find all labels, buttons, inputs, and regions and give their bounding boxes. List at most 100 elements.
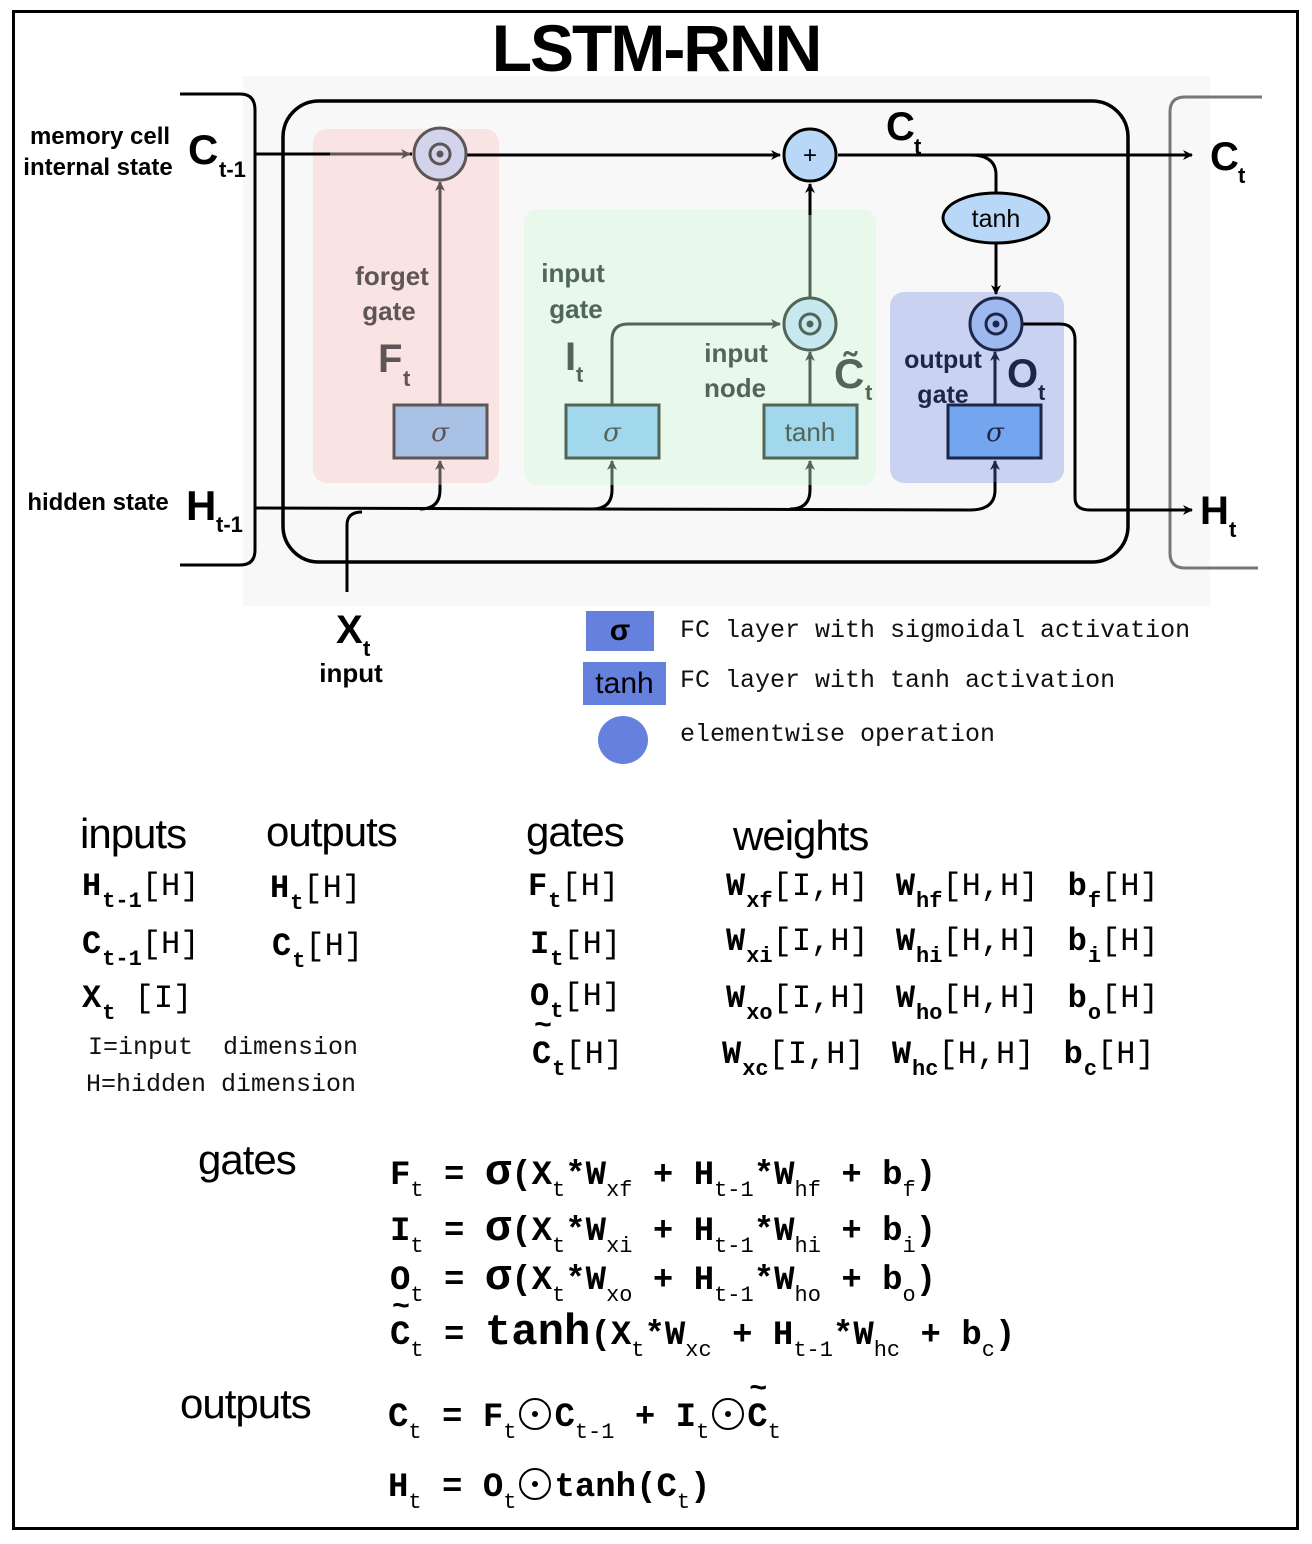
h-out-line [1022, 322, 1193, 515]
dimension-note: H=hidden dimension [86, 1070, 357, 1099]
input-gate-to-op [610, 319, 781, 404]
input-node-tanh-box [762, 403, 859, 460]
gate-row: It[H] [530, 926, 622, 972]
outputs-heading: outputs [266, 808, 398, 855]
input-node-tanh-label: tanh [785, 417, 836, 447]
plus-icon: + [803, 142, 817, 169]
h-to-input-node [789, 462, 812, 511]
h-to-output-gate [969, 462, 997, 512]
weight-row: Wxi[I,H] Whi[H,H] bi[H] [726, 923, 1159, 969]
c-mid-label: C [886, 105, 915, 149]
output-gate-label-2: gate [917, 381, 969, 409]
elementwise-icon [428, 142, 452, 166]
gate-row: Ft[H] [528, 868, 620, 914]
h-prev-label: H [186, 482, 216, 529]
forget-gate-label-2: gate [362, 296, 415, 326]
input-gate-symbol: I [565, 335, 576, 379]
h-prev-line [254, 506, 971, 512]
elementwise-dot [992, 320, 1000, 328]
forget-sigma-box [392, 403, 489, 460]
figure-title: LSTM-RNN [491, 11, 823, 85]
output-sigma-box [946, 403, 1043, 460]
c-mid-label-sub: t [914, 134, 922, 159]
h-out-label-sub: t [1229, 517, 1237, 542]
equation-input-gate: It = σ(Xt*Wxi + Ht-1*Whi + bi) [390, 1204, 937, 1259]
elementwise-dot [806, 320, 814, 328]
output-gate-symbol: O [1007, 352, 1038, 396]
gates-heading: gates [526, 808, 625, 855]
output-row: Ct[H] [272, 928, 364, 974]
elementwise-icon [519, 1398, 552, 1430]
weight-row: Wxo[I,H] Who[H,H] bo[H] [726, 980, 1159, 1026]
forget-sigma-label: σ [431, 418, 450, 448]
dimension-note: I=input dimension [88, 1033, 359, 1062]
equation-output-gate: Ot = σ(Xt*Wxo + Ht-1*Who + bo) [390, 1253, 937, 1308]
tanh-ellipse-label: tanh [972, 205, 1021, 233]
elementwise-icon [798, 312, 822, 336]
elementwise-dot [436, 150, 444, 158]
legend-sigma-symbol: σ [609, 614, 631, 647]
c-out-label: C [1210, 135, 1239, 179]
lstm-cell-diagram: σ forget gate F t σ input gate I t tanh … [23, 92, 1262, 688]
input-node-label-1: input [704, 338, 768, 368]
legend-elementwise-text: elementwise operation [680, 720, 996, 749]
input-sigma-label: σ [603, 418, 622, 448]
elementwise-icon [712, 1398, 745, 1430]
right-bracket [1168, 95, 1262, 570]
h-prev-label-sub: t-1 [216, 512, 243, 537]
c-out-label-sub: t [1238, 163, 1246, 188]
input-row: Ht-1[H] [82, 868, 200, 914]
left-bracket [180, 92, 257, 567]
output-gate-symbol-sub: t [1038, 380, 1046, 405]
legend-sigma-text: FC layer with sigmoidal activation [680, 616, 1191, 645]
c-to-tanh-line [969, 153, 998, 195]
x-input-label: X [336, 608, 363, 652]
forget-gate-symbol-sub: t [403, 366, 411, 391]
input-gate-label-2: gate [549, 294, 602, 324]
equation-forget-gate: Ft = σ(Xt*Wxf + Ht-1*Whf + bf) [390, 1148, 937, 1203]
memory-cell-label-1: memory cell [30, 123, 170, 150]
circle-icon [598, 716, 648, 764]
h-to-forget [419, 462, 442, 511]
memory-cell-label-2: internal state [23, 154, 172, 181]
hidden-state-label: hidden state [27, 489, 168, 516]
x-input-label-sub: t [363, 636, 371, 661]
gate-row: Ct[H] [532, 1010, 623, 1082]
sigma-box-icon: σ [586, 611, 654, 651]
outputs-equations-heading: outputs [180, 1380, 312, 1427]
input-row: Xt [I] [82, 980, 193, 1026]
elementwise-icon [984, 312, 1008, 336]
gate-row: Ot[H] [530, 978, 622, 1024]
input-node-symbol-sub: t [865, 380, 873, 405]
legend-tanh-text: FC layer with tanh activation [680, 666, 1116, 695]
gates-equations-heading: gates [198, 1136, 297, 1183]
h-out-label: H [1200, 489, 1229, 533]
plus-op [782, 127, 838, 183]
input-sigma-box [564, 403, 661, 460]
weight-row: Wxf[I,H] Whf[H,H] bf[H] [726, 868, 1159, 914]
input-gate-label-1: input [541, 258, 605, 288]
forget-gate-region [313, 129, 499, 483]
output-row: Ht[H] [270, 870, 362, 916]
forget-gate-symbol: F [378, 337, 402, 381]
inputs-heading: inputs [80, 810, 187, 857]
c-prev-label: C [188, 126, 218, 173]
x-input-line [345, 510, 363, 592]
legend-tanh-symbol: tanh [595, 666, 654, 700]
weight-row: Wxc[I,H] Whc[H,H] bc[H] [722, 1036, 1155, 1082]
tanh-ellipse-op [941, 191, 1051, 245]
input-word-label: input [319, 658, 383, 688]
input-node-symbol: C̃ [834, 349, 864, 397]
input-row: Ct-1[H] [82, 926, 200, 972]
cell-boundary [281, 99, 1130, 564]
forget-gate-label-1: forget [355, 261, 429, 291]
tanh-box-icon: tanh [583, 662, 666, 705]
input-gate-symbol-sub: t [576, 362, 584, 387]
equation-input-node: Ct = tanh(Xt*Wxc + Ht-1*Whc + bc) [390, 1291, 1015, 1363]
output-sigma-label: σ [986, 418, 1005, 448]
input-node-label-2: node [704, 373, 766, 403]
output-gate-label-1: output [904, 346, 982, 374]
weights-heading: weights [733, 812, 869, 859]
